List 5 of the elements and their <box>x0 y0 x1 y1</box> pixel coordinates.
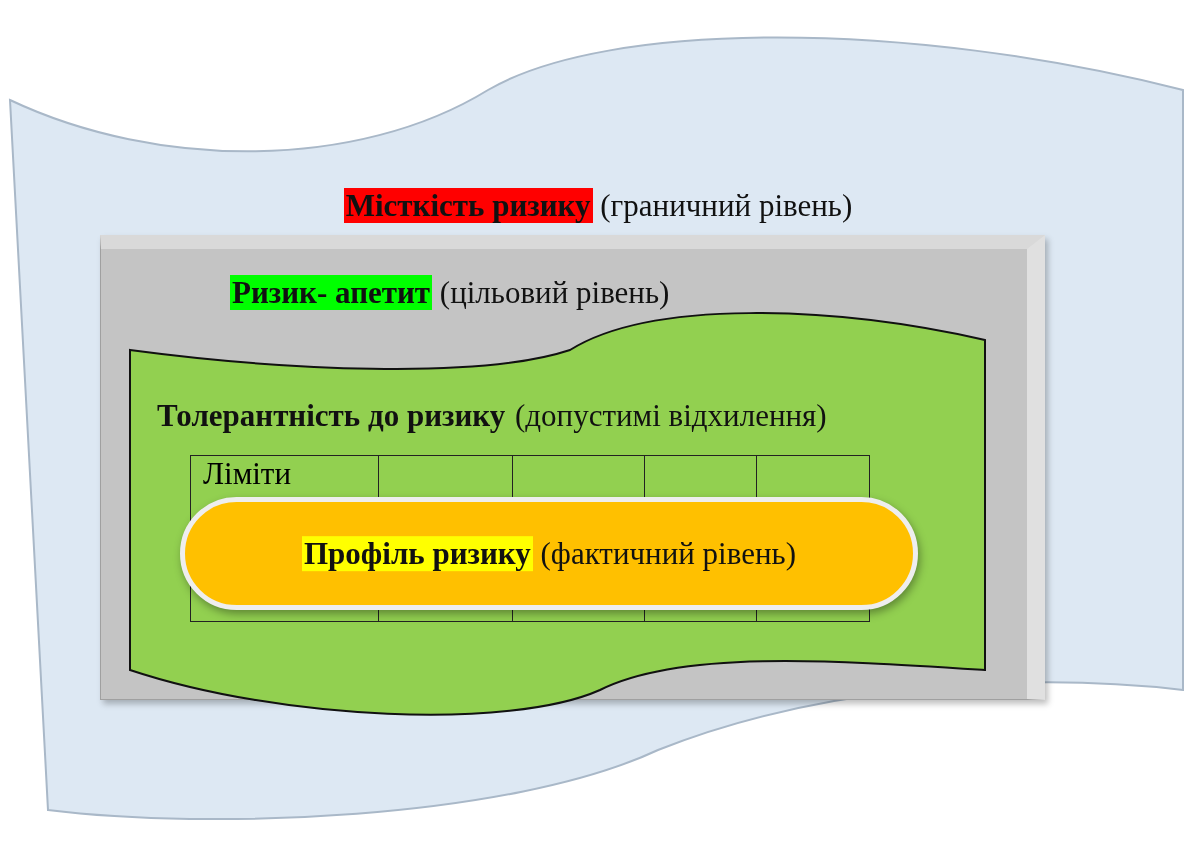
panel-heading: Ризик- апетит (цільовий рівень) <box>230 275 670 311</box>
oval-label: Профіль ризику (фактичний рівень) <box>301 535 797 572</box>
panel-heading: Толерантність до ризику (допустимі відхилення) <box>156 398 827 434</box>
table-heading: Ліміти <box>203 456 291 491</box>
banner-heading: Місткість ризику (граничний рівень) <box>342 188 854 224</box>
